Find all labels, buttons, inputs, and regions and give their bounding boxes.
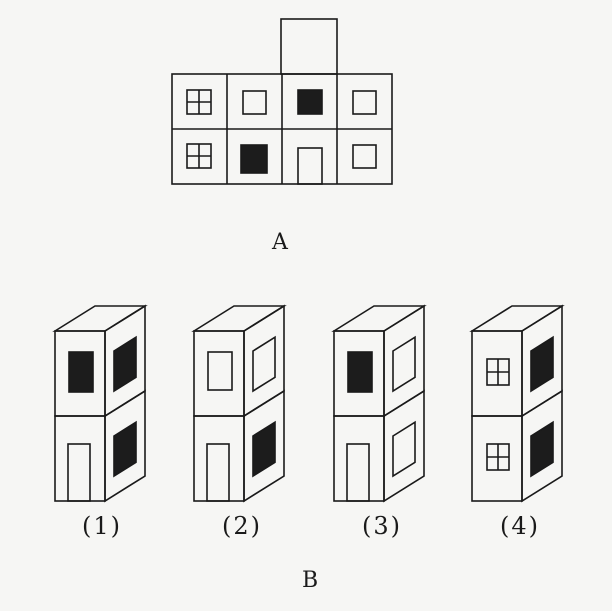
- cube-option-1: [52, 304, 148, 503]
- cube-front-lower: [333, 415, 385, 502]
- square-window-icon: [252, 335, 276, 393]
- door-icon: [67, 443, 91, 502]
- cross-window-icon: [186, 89, 212, 115]
- cube-side-lower: [521, 389, 563, 503]
- cube-option-2: [191, 304, 287, 503]
- cube-side-upper: [243, 304, 285, 418]
- cube-side-lower: [104, 389, 146, 503]
- square-window-icon: [392, 335, 416, 393]
- cube-front-upper: [193, 330, 245, 417]
- cross-window-icon: [486, 358, 510, 386]
- cube-option-4: [469, 304, 565, 503]
- net-figure-a: [171, 18, 393, 185]
- cube-front-lower: [54, 415, 106, 502]
- filled-window-icon: [530, 335, 554, 393]
- square-window-icon: [242, 90, 267, 115]
- option-4-label: (4): [500, 512, 540, 540]
- option-1-label: (1): [82, 512, 122, 540]
- cube-top-face: [191, 305, 287, 332]
- option-2-label: (2): [222, 512, 262, 540]
- square-window-icon: [207, 351, 233, 391]
- cube-front-lower: [193, 415, 245, 502]
- figure-a-label: A: [272, 230, 288, 255]
- cube-options-figure-b: [52, 304, 565, 503]
- door-icon: [346, 443, 370, 502]
- filled-window-icon: [113, 335, 137, 393]
- filled-window-icon: [240, 144, 268, 174]
- cross-window-icon: [186, 143, 212, 169]
- cube-side-lower: [383, 389, 425, 503]
- cube-top-face: [52, 305, 148, 332]
- filled-window-icon: [68, 351, 94, 393]
- door-icon: [206, 443, 230, 502]
- figure-b-label: B: [302, 568, 319, 593]
- square-window-icon: [392, 420, 416, 478]
- filled-window-icon: [252, 420, 276, 478]
- net-top-flap: [280, 18, 338, 75]
- filled-window-icon: [347, 351, 373, 393]
- cube-option-3: [331, 304, 427, 503]
- option-3-label: (3): [362, 512, 402, 540]
- cross-window-icon: [486, 443, 510, 471]
- filled-window-icon: [297, 89, 323, 115]
- filled-window-icon: [530, 420, 554, 478]
- square-window-icon: [352, 90, 377, 115]
- cube-top-face: [469, 305, 565, 332]
- cube-side-lower: [243, 389, 285, 503]
- filled-window-icon: [113, 420, 137, 478]
- cube-top-face: [331, 305, 427, 332]
- cube-front-upper: [471, 330, 523, 417]
- cube-side-upper: [383, 304, 425, 418]
- square-window-icon: [352, 144, 377, 169]
- cube-front-lower: [471, 415, 523, 502]
- door-icon: [297, 147, 323, 185]
